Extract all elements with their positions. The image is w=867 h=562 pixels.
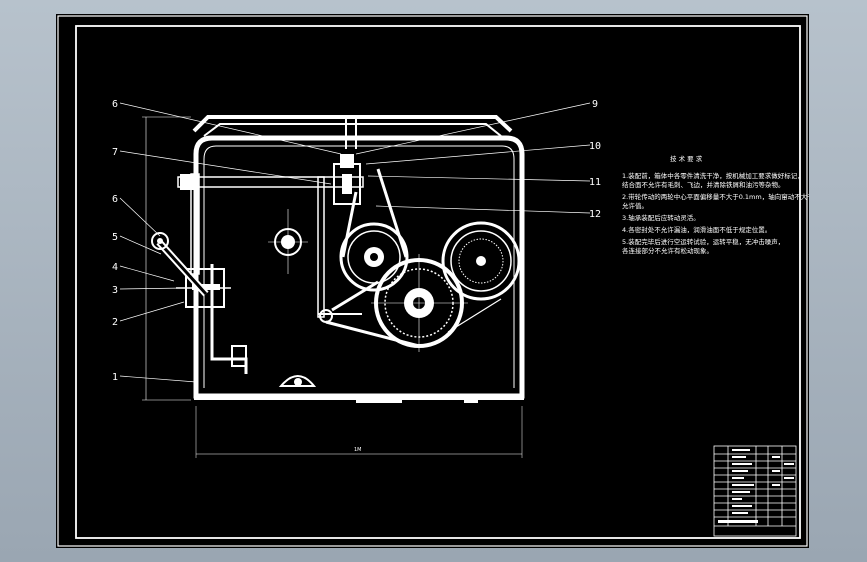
upper-shaft	[177, 176, 364, 188]
callout-5: 5	[112, 232, 118, 243]
notes-line: 各连接部分不允许有松动现象。	[622, 246, 713, 255]
upper-pulley	[339, 222, 409, 292]
lever-knob	[151, 232, 169, 250]
inner-border	[75, 25, 801, 539]
notes-line: 2.带轮传动的两轮中心平面偏移量不大于0.1mm，轴向窜动不大于	[622, 192, 809, 201]
callout-10: 10	[589, 141, 601, 152]
callout-9: 9	[592, 99, 598, 110]
column-frame	[317, 176, 325, 318]
title-block-marks	[718, 449, 794, 523]
callout-6-top: 6	[112, 99, 118, 110]
belt-lower	[325, 280, 420, 348]
belt-upper	[341, 168, 408, 258]
callout-1: 1	[112, 372, 118, 383]
right-wheel	[441, 221, 521, 301]
callout-3: 3	[112, 285, 118, 296]
title-block	[713, 445, 797, 537]
notes-line: 允许值。	[622, 201, 648, 210]
callout-6: 6	[112, 194, 118, 205]
notes-line: 结合面不允许有毛刺、飞边，并清除铁屑和油污等杂物。	[622, 180, 785, 189]
notes-line: 4.各密封处不允许漏油，润滑油面不低于规定位置。	[622, 225, 771, 234]
leader-lines	[119, 102, 591, 383]
callout-11: 11	[589, 177, 601, 188]
callout-12: 12	[589, 209, 601, 220]
cad-drawing: 1M 6 7 6 5 4 3 2 1 9 10 11 12 技 术 要 求 1.…	[57, 15, 809, 547]
top-rail	[192, 115, 513, 133]
outer-border	[57, 15, 808, 547]
notes-line: 1.装配前，箱体中各零件清洗干净，按机械加工要求做好标记，	[622, 171, 804, 180]
housing-inner	[203, 145, 515, 388]
technical-notes: 技 术 要 求 1.装配前，箱体中各零件清洗干净，按机械加工要求做好标记， 结合…	[622, 154, 809, 255]
notes-line: 3.轴承装配后应转动灵活。	[622, 213, 700, 222]
callout-2: 2	[112, 317, 118, 328]
tension-pulley	[319, 309, 333, 323]
callout-4: 4	[112, 262, 118, 273]
left-shaft	[190, 173, 200, 275]
dimension-value: 1M	[354, 447, 362, 453]
callout-7: 7	[112, 147, 118, 158]
drawing-frame: 1M 6 7 6 5 4 3 2 1 9 10 11 12 技 术 要 求 1.…	[56, 14, 809, 548]
left-inner-wall	[210, 264, 248, 374]
drain-plug	[278, 375, 317, 387]
housing-outline	[193, 135, 525, 399]
bottom-block	[231, 345, 247, 367]
top-rail-inner	[203, 123, 502, 137]
notes-title: 技 术 要 求	[670, 154, 703, 163]
notes-line: 5.装配完毕后进行空运转试验，运转平稳，无冲击噪声，	[622, 237, 784, 246]
